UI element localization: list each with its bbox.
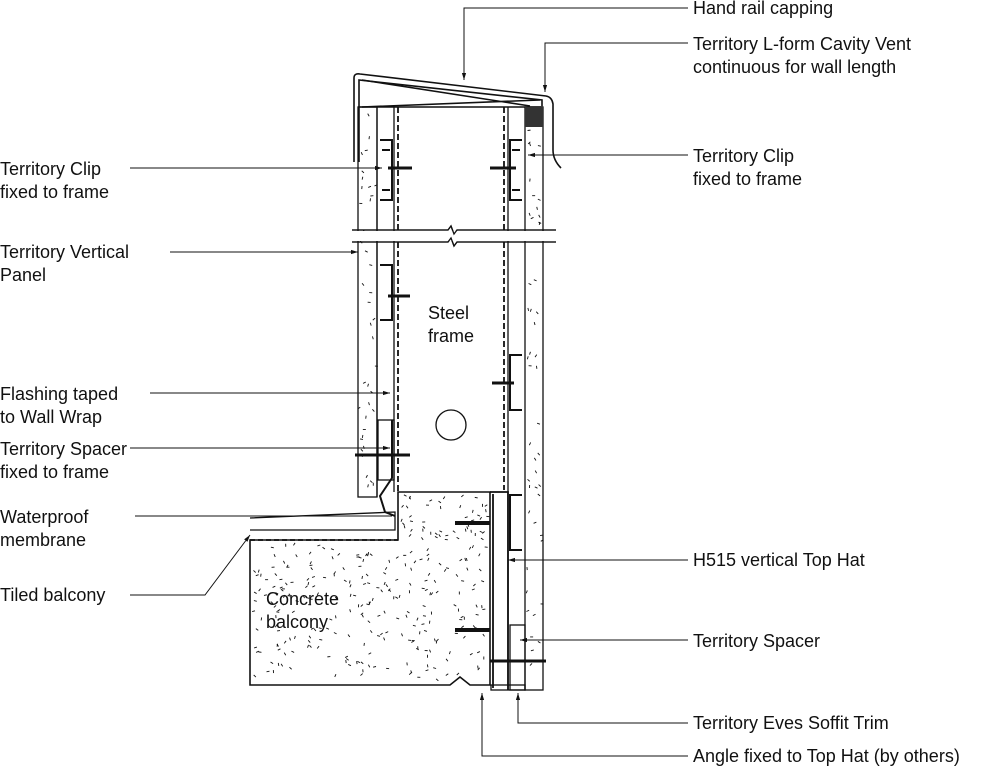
concrete-hatch — [252, 113, 544, 682]
label-soffit-trim: Territory Eves Soffit Trim — [693, 713, 889, 733]
label-clip-left: Territory Clip fixed to frame — [0, 159, 110, 202]
label-cavity-vent: Territory L-form Cavity Vent continuous … — [693, 34, 912, 77]
leaders-left — [130, 165, 392, 596]
label-spacer-right: Territory Spacer — [693, 631, 821, 651]
label-flashing: Flashing taped to Wall Wrap — [0, 384, 119, 427]
label-steel-frame: Steel frame — [428, 303, 475, 346]
leaders-right — [461, 7, 688, 757]
label-angle: Angle fixed to Top Hat (by others) — [693, 746, 960, 766]
label-spacer-left: Territory Spacer fixed to frame — [0, 439, 128, 482]
label-concrete-balcony: Concrete balcony — [266, 589, 340, 632]
label-tiled-balcony: Tiled balcony — [0, 585, 106, 605]
label-membrane: Waterproof membrane — [0, 507, 89, 550]
left-panel — [357, 106, 378, 498]
top-hat-shape — [490, 491, 509, 690]
label-hand-rail-capping: Hand rail capping — [693, 0, 834, 18]
clips — [380, 139, 522, 551]
label-top-hat: H515 vertical Top Hat — [693, 550, 865, 570]
service-hole — [435, 409, 467, 441]
label-clip-right: Territory Clip fixed to frame — [693, 146, 803, 189]
label-vertical-panel: Territory Vertical Panel — [0, 242, 130, 285]
right-panel — [524, 106, 544, 691]
hand-rail-capping-shape — [353, 73, 562, 169]
